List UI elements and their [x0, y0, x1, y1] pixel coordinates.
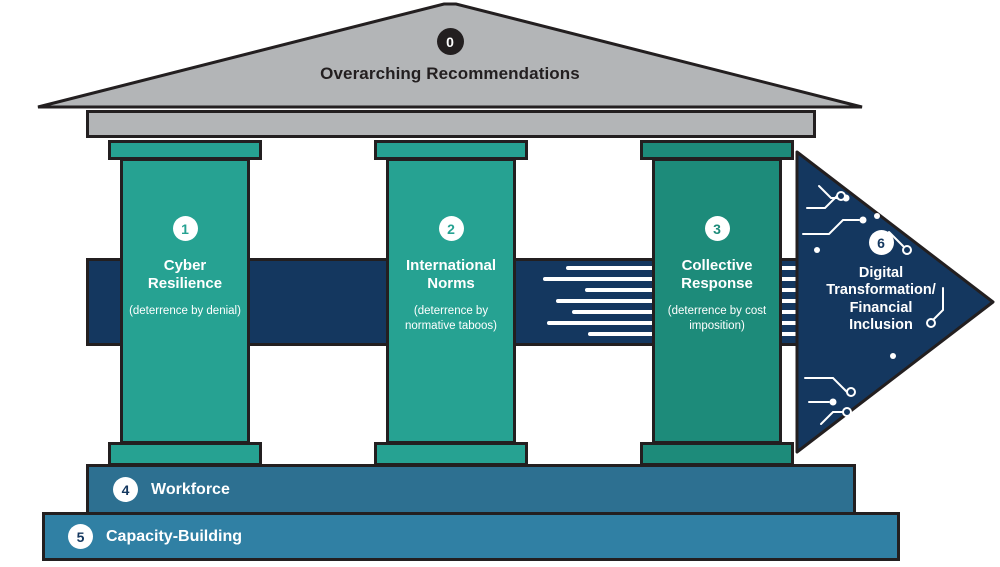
- step-number-badge: 5: [68, 524, 93, 549]
- pillar-international-norms: 2 International Norms (deterrence by nor…: [374, 140, 528, 466]
- arrow-digital-transformation: 6 Digital Transformation/ Financial Incl…: [793, 146, 999, 458]
- pediment-number-badge: 0: [436, 28, 464, 55]
- pillar-number-badge: 1: [172, 216, 198, 241]
- pillar-base: [640, 442, 794, 466]
- pillar-subtitle: (deterrence by cost imposition): [667, 305, 767, 333]
- pillar-capital: [374, 140, 528, 160]
- pillar-title: Cyber Resilience: [147, 257, 223, 292]
- pillar-shaft: [652, 158, 782, 444]
- pillar-base: [108, 442, 262, 466]
- pillar-subtitle: (deterrence by denial): [129, 305, 241, 318]
- pillar-title: Collective Response: [681, 257, 753, 292]
- pillar-number-badge: 3: [704, 216, 730, 241]
- arrow-content: 6 Digital Transformation/ Financial Incl…: [819, 230, 943, 335]
- pillar-capital: [640, 140, 794, 160]
- pillar-title: International Norms: [405, 257, 496, 292]
- pillar-number-badge: 2: [438, 216, 464, 241]
- step-workforce: 4 Workforce: [86, 464, 856, 515]
- pillar-capital: [108, 140, 262, 160]
- pillar-base: [374, 442, 528, 466]
- pillar-subtitle: (deterrence by normative taboos): [404, 305, 498, 333]
- entablature-beam: [86, 110, 816, 138]
- pillar-collective-response: 3 Collective Response (deterrence by cos…: [640, 140, 794, 466]
- pediment-roof: [37, 2, 863, 109]
- pediment: 0 Overarching Recommendations: [30, 0, 870, 84]
- pediment-title: Overarching Recommendations: [320, 64, 580, 83]
- pillar-content: 3 Collective Response (deterrence by cos…: [652, 158, 782, 444]
- arrow-shape: [795, 150, 995, 454]
- circuit-dots: [814, 194, 896, 406]
- step-number-badge: 4: [113, 477, 138, 502]
- pillar-cyber-resilience: 1 Cyber Resilience (deterrence by denial…: [108, 140, 262, 466]
- arrow-number-badge: 6: [868, 230, 894, 255]
- step-capacity-building: 5 Capacity-Building: [42, 512, 900, 561]
- step-label: Capacity-Building: [106, 527, 243, 545]
- circuit-rings: [836, 191, 936, 417]
- pillar-shaft: [386, 158, 516, 444]
- pillar-content: 1 Cyber Resilience (deterrence by denial…: [120, 158, 250, 444]
- arrow-title: Digital Transformation/ Financial Inclus…: [826, 265, 936, 334]
- step-label: Workforce: [151, 480, 230, 498]
- pillar-content: 2 International Norms (deterrence by nor…: [386, 158, 516, 444]
